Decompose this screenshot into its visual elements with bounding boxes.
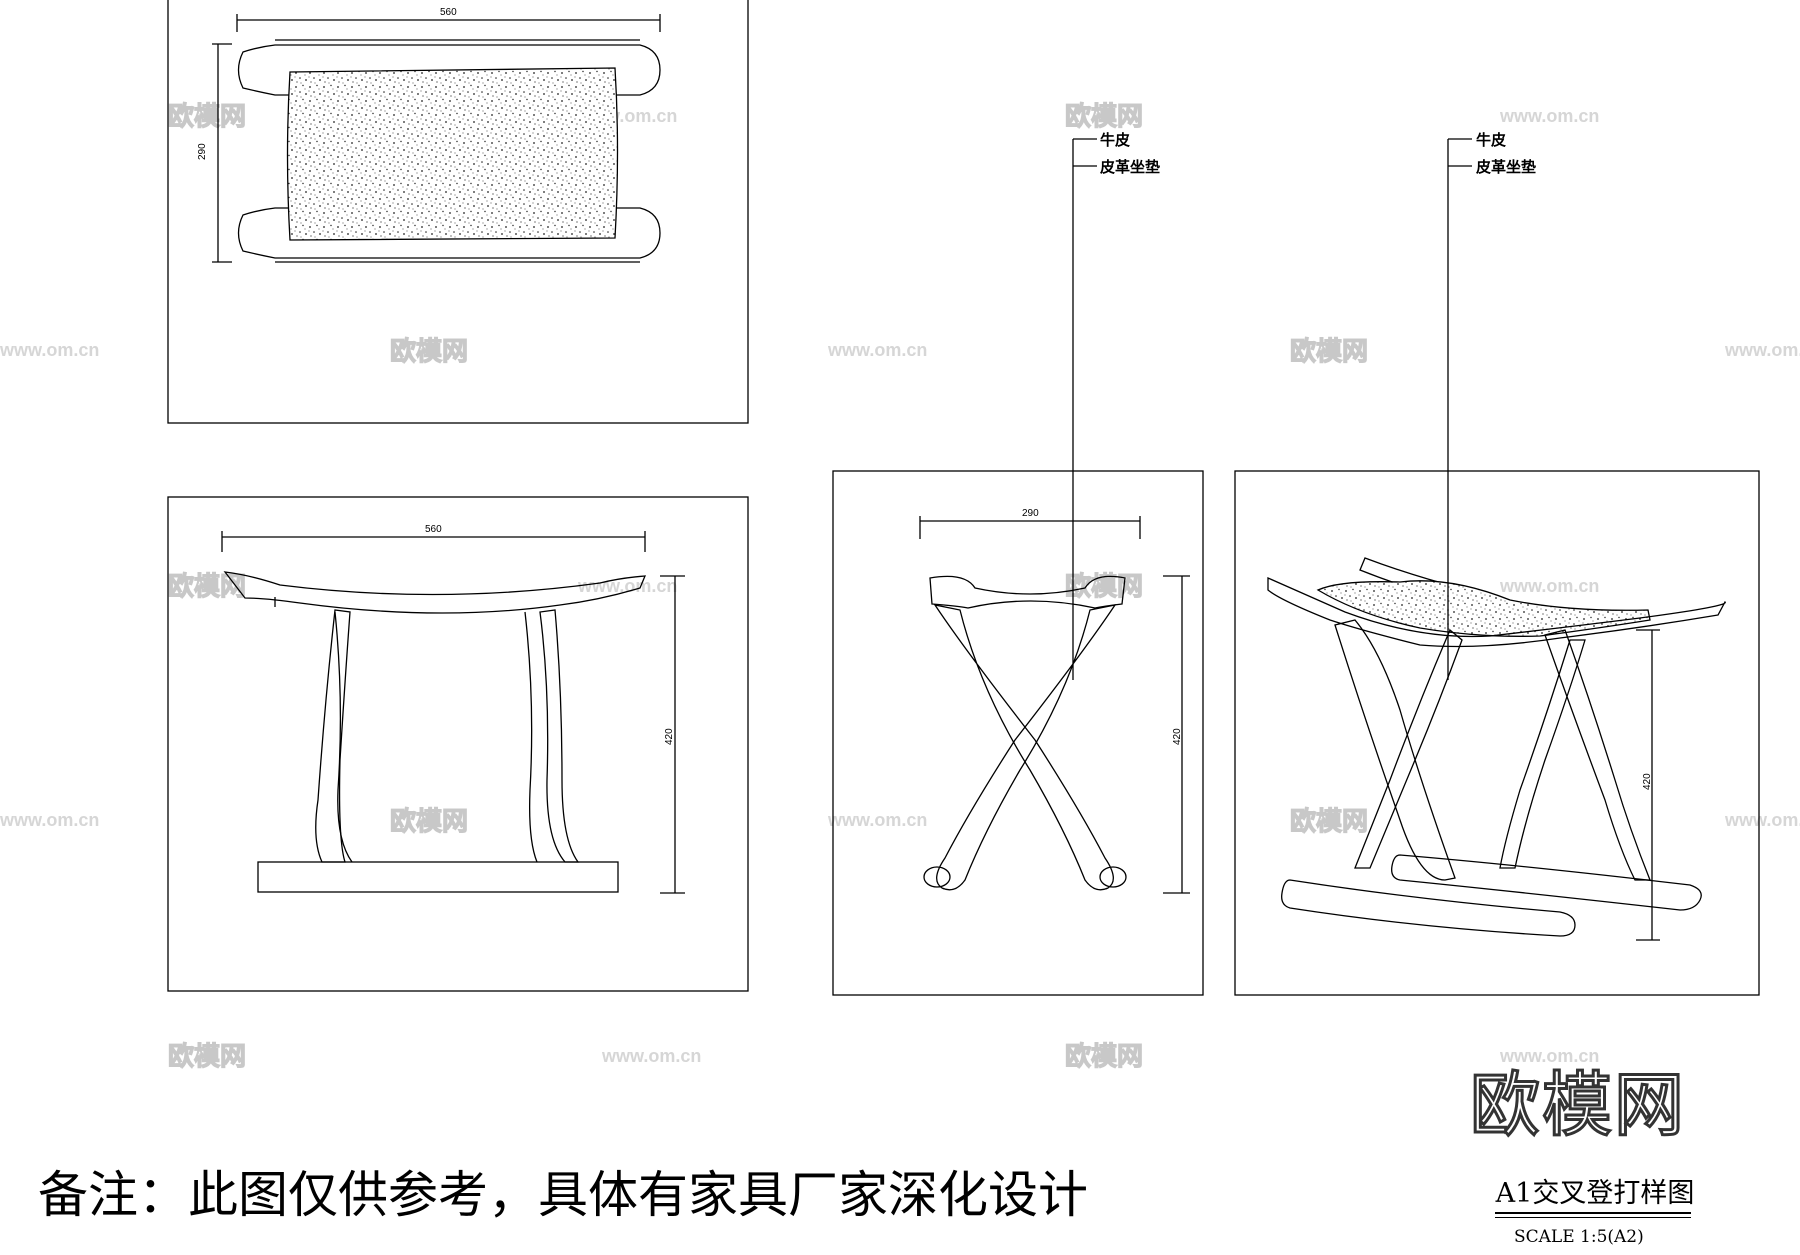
- watermark-brand: 欧模网: [168, 571, 246, 602]
- watermark-brand: 欧模网: [1065, 571, 1143, 602]
- watermark-url: www.om.cn: [577, 576, 677, 596]
- title-underline: [1495, 1212, 1691, 1214]
- view-frame: [167, 496, 749, 992]
- drawing-title: A1交叉登打样图: [1495, 1178, 1695, 1209]
- watermark-url: www.om.cn: [1724, 810, 1800, 830]
- dimension-depth: 290: [197, 43, 232, 263]
- watermark-brand: 欧模网: [168, 101, 246, 132]
- brand-logo: 欧模网: [1469, 1063, 1686, 1148]
- watermark-brand: 欧模网: [168, 1041, 246, 1072]
- side-elevation-view: 290 420 牛皮 皮革坐垫: [832, 131, 1204, 996]
- dimension-height: 420: [1636, 629, 1660, 941]
- foot-rail: [1391, 854, 1702, 911]
- dim-label: 290: [1022, 508, 1039, 519]
- rail: [237, 207, 661, 259]
- watermark-url: www.om.cn: [0, 810, 99, 830]
- leg: [539, 609, 580, 863]
- dim-label: 420: [1642, 773, 1653, 790]
- view-frame: [1234, 470, 1760, 996]
- dimension-height: 420: [660, 575, 685, 894]
- foot-cap: [1099, 866, 1127, 888]
- material-callout: 牛皮 皮革坐垫: [1447, 131, 1536, 680]
- leg: [1334, 619, 1456, 881]
- view-frame: [167, 0, 749, 424]
- seat-profile: [929, 575, 1126, 609]
- watermark-url: www.om.cn: [827, 810, 927, 830]
- rail: [237, 44, 661, 96]
- foot-cap: [923, 866, 951, 888]
- seat-profile: [223, 571, 647, 614]
- drawing-scale: SCALE 1:5(A2): [1514, 1227, 1644, 1247]
- material-callout: 牛皮 皮革坐垫: [1072, 131, 1160, 680]
- view-frame: [832, 470, 1204, 996]
- dimension-height: 420: [1163, 575, 1190, 894]
- perspective-view: 420 牛皮 皮革坐垫: [1234, 131, 1760, 996]
- watermark-brand: 欧模网: [1065, 1041, 1143, 1072]
- callout-label: 牛皮: [1476, 131, 1506, 149]
- dimension-width: 560: [236, 7, 661, 32]
- watermark-brand: 欧模网: [390, 336, 468, 367]
- leg: [1354, 628, 1463, 869]
- watermark-layer: 欧模网 www.om.cn 欧模网 www.om.cn www.om.cn 欧模…: [0, 100, 1800, 1072]
- callout-label: 牛皮: [1100, 131, 1130, 149]
- leg: [315, 609, 351, 863]
- callout-label: 皮革坐垫: [1476, 158, 1536, 176]
- watermark-url: www.om.cn: [1724, 340, 1800, 360]
- leg: [933, 604, 1114, 891]
- top-plan-view: 560 290: [167, 0, 749, 424]
- leather-seat: [1316, 580, 1651, 637]
- callout-label: 皮革坐垫: [1100, 158, 1160, 176]
- drawing-note: 备注：此图仅供参考，具体有家具厂家深化设计: [38, 1166, 1088, 1224]
- foot-rail: [257, 861, 619, 893]
- watermark-url: www.om.cn: [0, 340, 99, 360]
- dim-label: 560: [440, 7, 457, 18]
- front-elevation-view: 560 420: [167, 496, 749, 992]
- watermark-url: www.om.cn: [1499, 106, 1599, 126]
- dimension-width: 560: [221, 524, 646, 552]
- dim-label: 290: [197, 143, 208, 160]
- watermark-url: www.om.cn: [827, 340, 927, 360]
- watermark-brand: 欧模网: [1290, 336, 1368, 367]
- watermark-url: www.om.cn: [1499, 576, 1599, 596]
- dimension-width: 290: [919, 508, 1141, 539]
- watermark-brand: 欧模网: [1065, 101, 1143, 132]
- watermark-brand: 欧模网: [1290, 806, 1368, 837]
- leg: [936, 604, 1117, 891]
- watermark-brand: 欧模网: [390, 806, 468, 837]
- leather-seat: [286, 67, 619, 241]
- watermark-url: www.om.cn: [1499, 1046, 1599, 1066]
- leg: [1499, 639, 1586, 869]
- title-underline: [1495, 1217, 1691, 1218]
- dim-label: 420: [1172, 728, 1183, 745]
- dim-label: 420: [664, 728, 675, 745]
- dim-label: 560: [425, 524, 442, 535]
- watermark-url: www.om.cn: [601, 1046, 701, 1066]
- seat-rail: [1267, 577, 1726, 648]
- foot-rail: [1281, 879, 1576, 937]
